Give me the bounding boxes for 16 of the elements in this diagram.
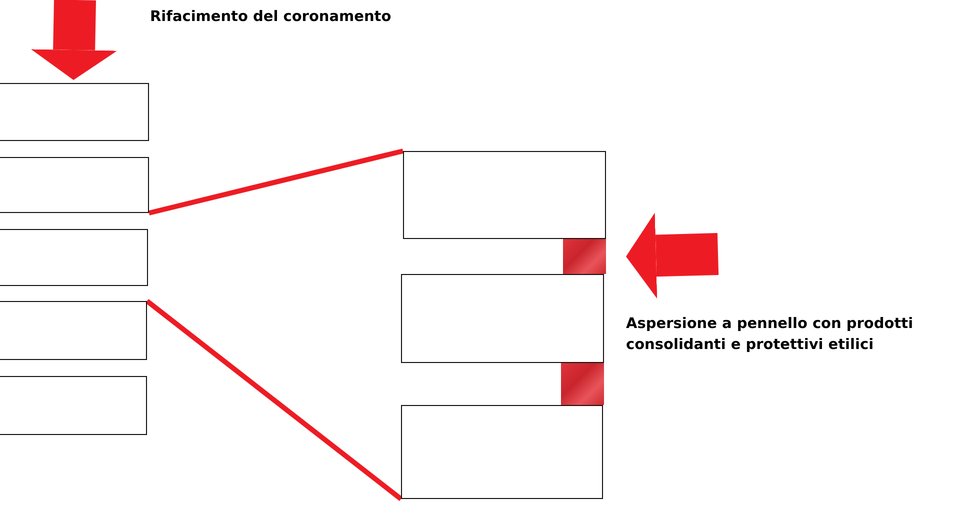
- block-arrow: [626, 212, 719, 299]
- mortar-joint: [563, 239, 606, 274]
- stone-block: [0, 157, 149, 213]
- annotation-text: Aspersione a pennello con prodotti consolidanti e protettivi etilici: [626, 315, 914, 356]
- detail-line: [148, 148, 404, 216]
- annotation-text: Rifacimento del coronamento: [150, 8, 392, 27]
- stone-block: [401, 274, 604, 363]
- stone-block: [0, 376, 147, 435]
- stone-block: [0, 83, 149, 141]
- mortar-joint: [561, 363, 604, 405]
- block-arrow: [31, 0, 118, 80]
- stone-block: [401, 405, 603, 499]
- stone-block: [0, 229, 148, 286]
- detail-line: [145, 299, 403, 501]
- stone-block: [0, 301, 147, 360]
- stone-block: [403, 151, 606, 239]
